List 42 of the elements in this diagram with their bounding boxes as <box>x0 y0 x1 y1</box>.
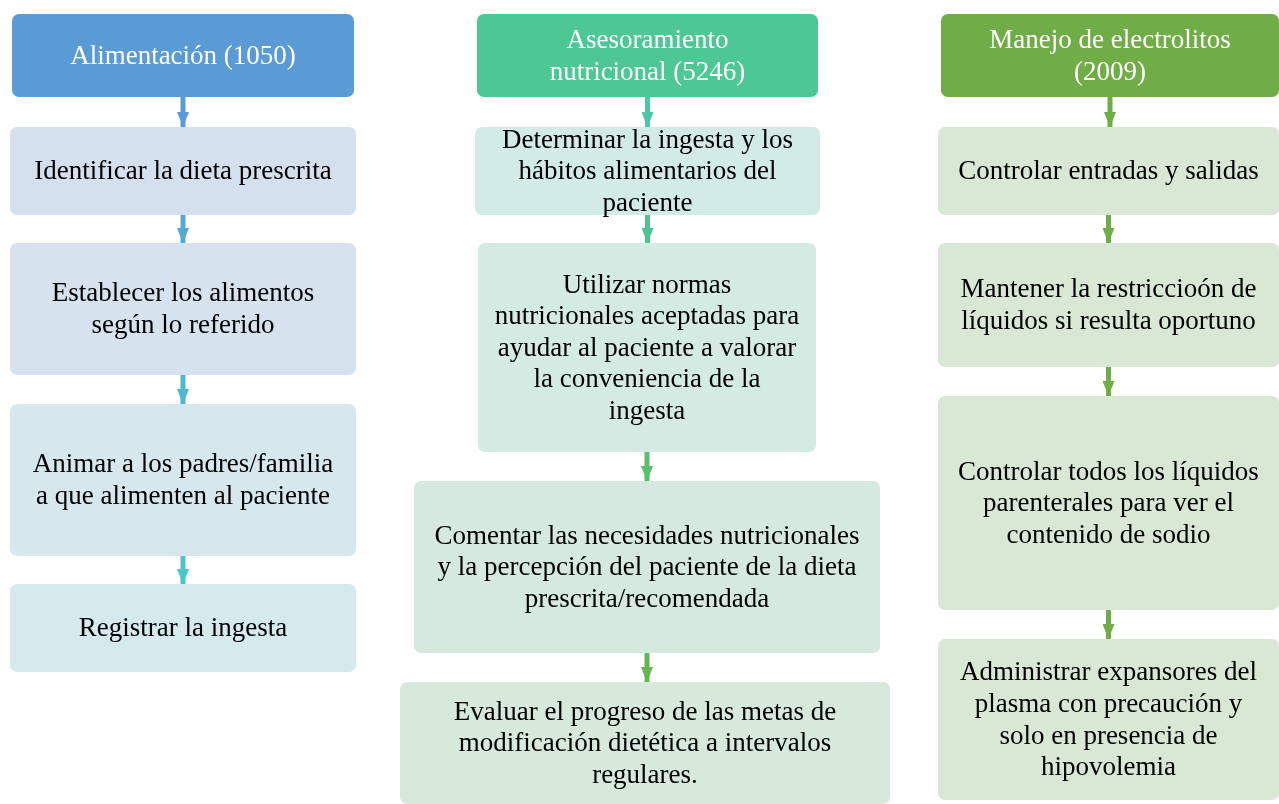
box-text: Registrar la ingesta <box>78 612 288 644</box>
box-text: Controlar entradas y salidas <box>958 155 1259 187</box>
arrow <box>641 653 653 682</box>
process-box <box>938 243 1279 367</box>
arrow <box>177 556 189 584</box>
arrow <box>641 452 653 481</box>
box-text: Asesoramiento nutricional (5246) <box>548 23 747 88</box>
box-text: Comentar las necesidades nutricionales y la percepción del paciente de la dieta prescrita/recomendada <box>433 519 861 615</box>
arrow <box>1102 610 1115 639</box>
arrow <box>177 375 189 404</box>
box-text: Alimentación (1050) <box>70 39 296 72</box>
box-text: Animar a los padres/familia a que alimenten al paciente <box>31 448 335 512</box>
process-box <box>10 584 356 672</box>
process-box <box>478 243 816 452</box>
process-box <box>475 127 820 215</box>
arrow <box>641 97 654 127</box>
header-box <box>941 14 1279 97</box>
box-text: Establecer los alimentos según lo referido <box>50 277 316 341</box>
process-box <box>10 404 356 556</box>
box-text: Manejo de electrolitos (2009) <box>988 23 1232 88</box>
header-box <box>477 14 818 97</box>
box-text: Administrar expansores del plasma con precaución y solo en presencia de hipovolemia <box>959 656 1258 783</box>
header-box <box>12 14 354 97</box>
box-text: Controlar todos los líquidos parenterales para ver el contenido de sodio <box>957 455 1260 551</box>
box-text: Identificar la dieta prescrita <box>34 155 332 187</box>
arrow <box>177 215 189 243</box>
arrow <box>1104 97 1116 127</box>
process-box <box>10 127 356 215</box>
box-text: Determinar la ingesta y los hábitos alimentarios del paciente <box>501 123 794 219</box>
arrow <box>641 215 654 243</box>
process-box <box>400 682 890 804</box>
arrow <box>177 97 189 127</box>
box-text: Evaluar el progreso de las metas de modificación dietética a intervalos regulares. <box>452 695 838 791</box>
process-box <box>10 243 356 375</box>
box-text: Utilizar normas nutricionales aceptadas para ayudar al paciente a valorar la conveniencia de la ingesta <box>494 268 800 427</box>
arrow <box>1102 215 1115 243</box>
process-box <box>938 127 1279 215</box>
process-box <box>414 481 880 653</box>
process-box <box>938 396 1279 610</box>
arrow <box>1102 367 1115 396</box>
process-box <box>938 639 1279 800</box>
box-text: Mantener la restriccioón de líquidos si resulta oportuno <box>959 273 1258 337</box>
